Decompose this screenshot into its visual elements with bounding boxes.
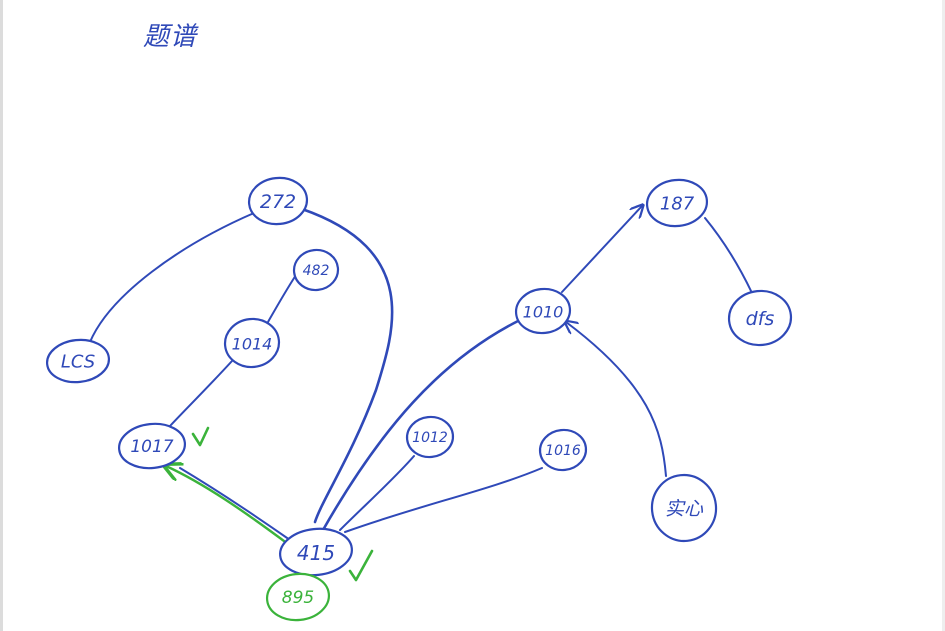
edge-482-1014 xyxy=(267,274,297,323)
edge-415-1012 xyxy=(339,455,415,531)
node-ring xyxy=(292,248,340,292)
node-272: 272 xyxy=(247,176,309,226)
edge-415-1017 xyxy=(166,466,290,546)
node-shixin: 实心 xyxy=(650,473,718,543)
edge-1014-1017 xyxy=(169,360,233,427)
node-ring xyxy=(645,178,709,228)
node-label: 272 xyxy=(260,191,296,213)
node-ring xyxy=(247,176,309,226)
canvas-left-edge xyxy=(0,0,3,631)
node-label: 187 xyxy=(660,194,695,215)
node-ring xyxy=(45,338,111,384)
edge-shixin-1010 xyxy=(566,322,667,477)
node-1016: 1016 xyxy=(538,428,588,472)
edge-1010-187 xyxy=(561,206,642,293)
edge-272-415 xyxy=(300,207,394,524)
node-1014: 1014 xyxy=(223,317,281,369)
node-ring xyxy=(727,289,793,347)
node-1017: 1017 xyxy=(118,422,186,470)
node-ring xyxy=(650,473,718,543)
node-label: 实心 xyxy=(665,498,704,520)
node-label: dfs xyxy=(746,308,775,330)
node-482: 482 xyxy=(292,248,340,292)
node-label: 415 xyxy=(297,541,335,565)
edge-272-LCS xyxy=(89,212,255,343)
node-label: 1010 xyxy=(523,303,564,322)
node-label: 1017 xyxy=(130,437,173,457)
node-895: 895 xyxy=(265,572,331,622)
node-label: 1012 xyxy=(412,430,448,446)
edges-layer xyxy=(89,206,753,546)
edge-415-1017 xyxy=(179,467,291,541)
edge-415-1010 xyxy=(321,318,522,532)
node-ring xyxy=(405,415,455,459)
marks-layer xyxy=(191,426,374,582)
node-1010: 1010 xyxy=(514,287,572,335)
node-ring xyxy=(265,572,331,622)
node-ring xyxy=(223,317,281,369)
node-label: 482 xyxy=(303,263,330,279)
node-ring xyxy=(279,527,353,577)
checkmark-icon xyxy=(348,549,374,582)
node-ring xyxy=(538,428,588,472)
checkmark-icon xyxy=(191,426,210,447)
edge-415-1016 xyxy=(344,467,543,533)
node-label: 1016 xyxy=(545,443,581,459)
node-label: 895 xyxy=(282,588,314,608)
node-label: 1014 xyxy=(232,335,273,354)
node-1012: 1012 xyxy=(405,415,455,459)
node-187: 187 xyxy=(645,178,709,228)
node-ring xyxy=(514,287,572,335)
node-dfs: dfs xyxy=(727,289,793,347)
node-LCS: LCS xyxy=(45,338,111,384)
node-label: LCS xyxy=(61,352,95,373)
node-415: 415 xyxy=(279,527,353,577)
page-title: 题谱 xyxy=(143,22,198,52)
canvas-right-edge xyxy=(942,0,945,631)
edge-187-dfs xyxy=(704,217,753,294)
node-ring xyxy=(118,422,186,470)
